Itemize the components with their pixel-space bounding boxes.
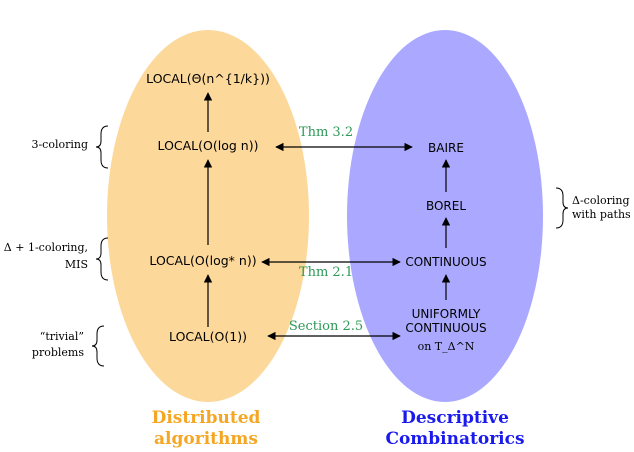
label-trivial-line1: “trivial” [40,330,84,343]
brace-delta-coloring [555,187,569,229]
edge-label-section25: Section 2.5 [289,319,363,334]
node-local-const: LOCAL(O(1)) [169,329,247,344]
label-delta-plus-one-line2: MIS [65,258,88,271]
label-delta-coloring-line2: with paths [572,208,631,221]
node-local-logstar: LOCAL(O(log* n)) [149,253,256,268]
edge-label-thm21: Thm 2.1 [299,265,353,280]
label-trivial-line2: problems [32,346,84,359]
descriptive-combinatorics-ellipse [347,30,543,402]
node-local-theta: LOCAL(Θ(n^{1/k})) [146,71,270,86]
label-delta-coloring-line1: Δ-coloring [572,194,630,207]
node-local-logn: LOCAL(O(log n)) [158,138,259,153]
node-continuous: CONTINUOUS [405,255,486,269]
title-descriptive-line2: Combinatorics [385,429,524,449]
node-uniform-line1: UNIFORMLY [412,307,481,321]
node-uniform-line3: on T_Δ^N [418,340,475,353]
node-uniform-line2: CONTINUOUS [405,321,486,335]
label-3-coloring: 3-coloring [31,138,88,151]
title-distributed-line1: Distributed [152,408,261,428]
title-descriptive-line1: Descriptive [401,408,509,428]
node-baire: BAIRE [428,141,464,155]
title-distributed-line2: algorithms [154,429,258,449]
brace-3-coloring [95,125,109,169]
brace-delta-plus-one [95,237,109,281]
node-borel: BOREL [426,199,466,213]
edge-label-thm32: Thm 3.2 [299,125,353,140]
brace-trivial [91,325,105,367]
label-delta-plus-one-line1: Δ + 1-coloring, [4,241,88,254]
